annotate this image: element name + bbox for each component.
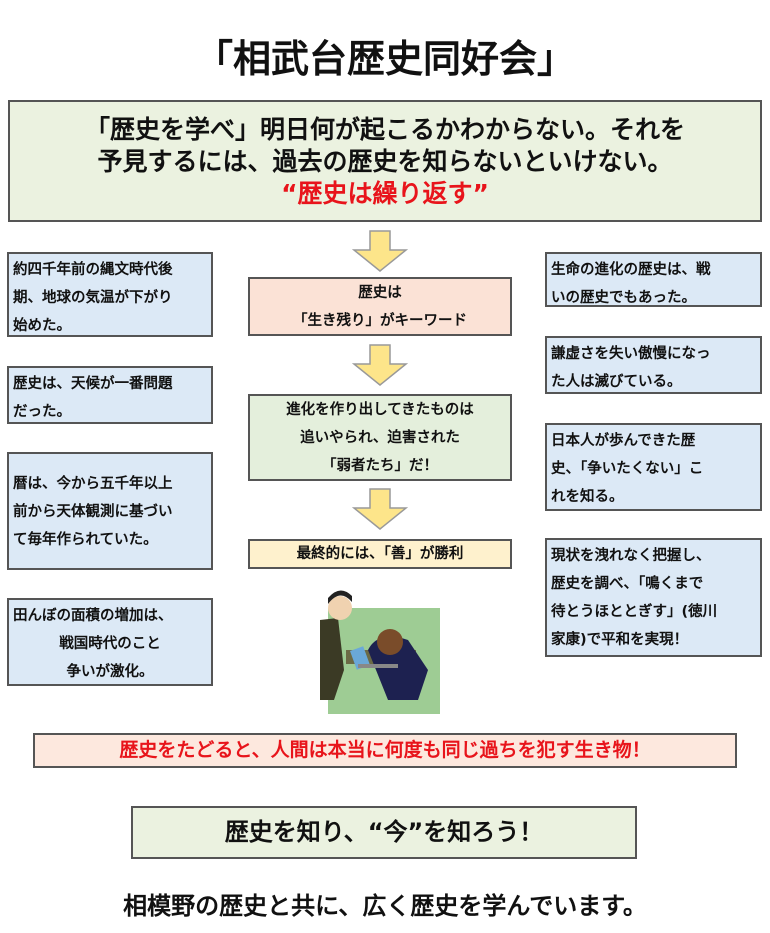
note-line: 約四千年前の縄文時代後	[13, 262, 173, 278]
intro-box: 「歴史を学べ」明日何が起こるかわからない。それを 予見するには、過去の歴史を知ら…	[8, 100, 762, 222]
note-line: 日本人が歩んできた歴	[551, 433, 696, 449]
note-line: 戦国時代のこと	[59, 636, 161, 652]
intro-line: 「歴史を学べ」明日何が起こるかわからない。それを	[84, 115, 685, 144]
note-line: て毎年作られていた。	[13, 532, 158, 548]
center-line: 「生き残り」がキーワード	[293, 313, 467, 329]
warning-banner: 歴史をたどると、人間は本当に何度も同じ過ちを犯す生き物！	[33, 733, 737, 768]
note-line: 暦は、今から五千年以上	[13, 476, 173, 492]
note-line: 家康)で平和を実現！	[551, 632, 689, 648]
note-line: 期、地球の気温が下がり	[13, 290, 173, 306]
left-note-1: 約四千年前の縄文時代後 期、地球の気温が下がり 始めた。	[7, 252, 213, 337]
center-line: 歴史は	[358, 285, 402, 301]
center-box-weak: 進化を作り出してきたものは 追いやられ、迫害された 「弱者たち」だ！	[248, 394, 512, 481]
note-line: 史、「争いたくない」こ	[551, 461, 704, 477]
intro-line: 予見するには、過去の歴史を知らないといけない。	[97, 147, 673, 176]
note-line: 始めた。	[13, 318, 71, 334]
note-line: 争いが激化。	[66, 664, 154, 680]
note-line: 現状を洩れなく把握し、	[551, 548, 711, 564]
note-line: 待とうほととぎす」(徳川	[551, 604, 718, 620]
note-line: 歴史は、天候が一番問題	[13, 376, 173, 392]
students-illustration	[320, 590, 440, 714]
left-note-3: 暦は、今から五千年以上 前から天体観測に基づい て毎年作られていた。	[7, 452, 213, 570]
note-line: 謙虚さを失い傲慢になっ	[551, 346, 711, 362]
note-line: れを知る。	[551, 489, 624, 505]
down-arrow-icon	[352, 488, 408, 530]
center-box-good: 最終的には、「善」が勝利	[248, 539, 512, 569]
note-line: 生命の進化の歴史は、戦	[551, 262, 711, 278]
center-line: 進化を作り出してきたものは	[286, 402, 474, 418]
center-line: 追いやられ、迫害された	[300, 430, 460, 446]
note-line: いの歴史でもあった。	[551, 290, 696, 306]
note-line: た人は滅びている。	[551, 374, 682, 390]
down-arrow-icon	[352, 230, 408, 272]
center-line: 「弱者たち」だ！	[322, 458, 438, 474]
center-line: 最終的には、「善」が勝利	[296, 546, 464, 562]
left-note-2: 歴史は、天候が一番問題 だった。	[7, 366, 213, 424]
footer-text: 相模野の歴史と共に、広く歴史を学んでいます。	[123, 892, 647, 920]
intro-highlight: “歴史は繰り返す”	[281, 179, 489, 208]
motto-box: 歴史を知り、“今”を知ろう！	[131, 806, 637, 859]
note-line: だった。	[13, 404, 71, 420]
note-line: 歴史を調べ、「鳴くまで	[551, 576, 704, 592]
right-note-4: 現状を洩れなく把握し、 歴史を調べ、「鳴くまで 待とうほととぎす」(徳川 家康)…	[545, 538, 762, 657]
down-arrow-icon	[352, 344, 408, 386]
page-title: 「相武台歴史同好会」	[194, 37, 575, 81]
right-note-3: 日本人が歩んできた歴 史、「争いたくない」こ れを知る。	[545, 423, 762, 511]
note-line: 田んぼの面積の増加は、	[13, 608, 173, 624]
right-note-1: 生命の進化の歴史は、戦 いの歴史でもあった。	[545, 252, 762, 307]
note-line: 前から天体観測に基づい	[13, 504, 173, 520]
left-note-4: 田んぼの面積の増加は、 戦国時代のこと 争いが激化。	[7, 598, 213, 686]
center-box-survival: 歴史は 「生き残り」がキーワード	[248, 277, 512, 336]
right-note-2: 謙虚さを失い傲慢になっ た人は滅びている。	[545, 336, 762, 394]
